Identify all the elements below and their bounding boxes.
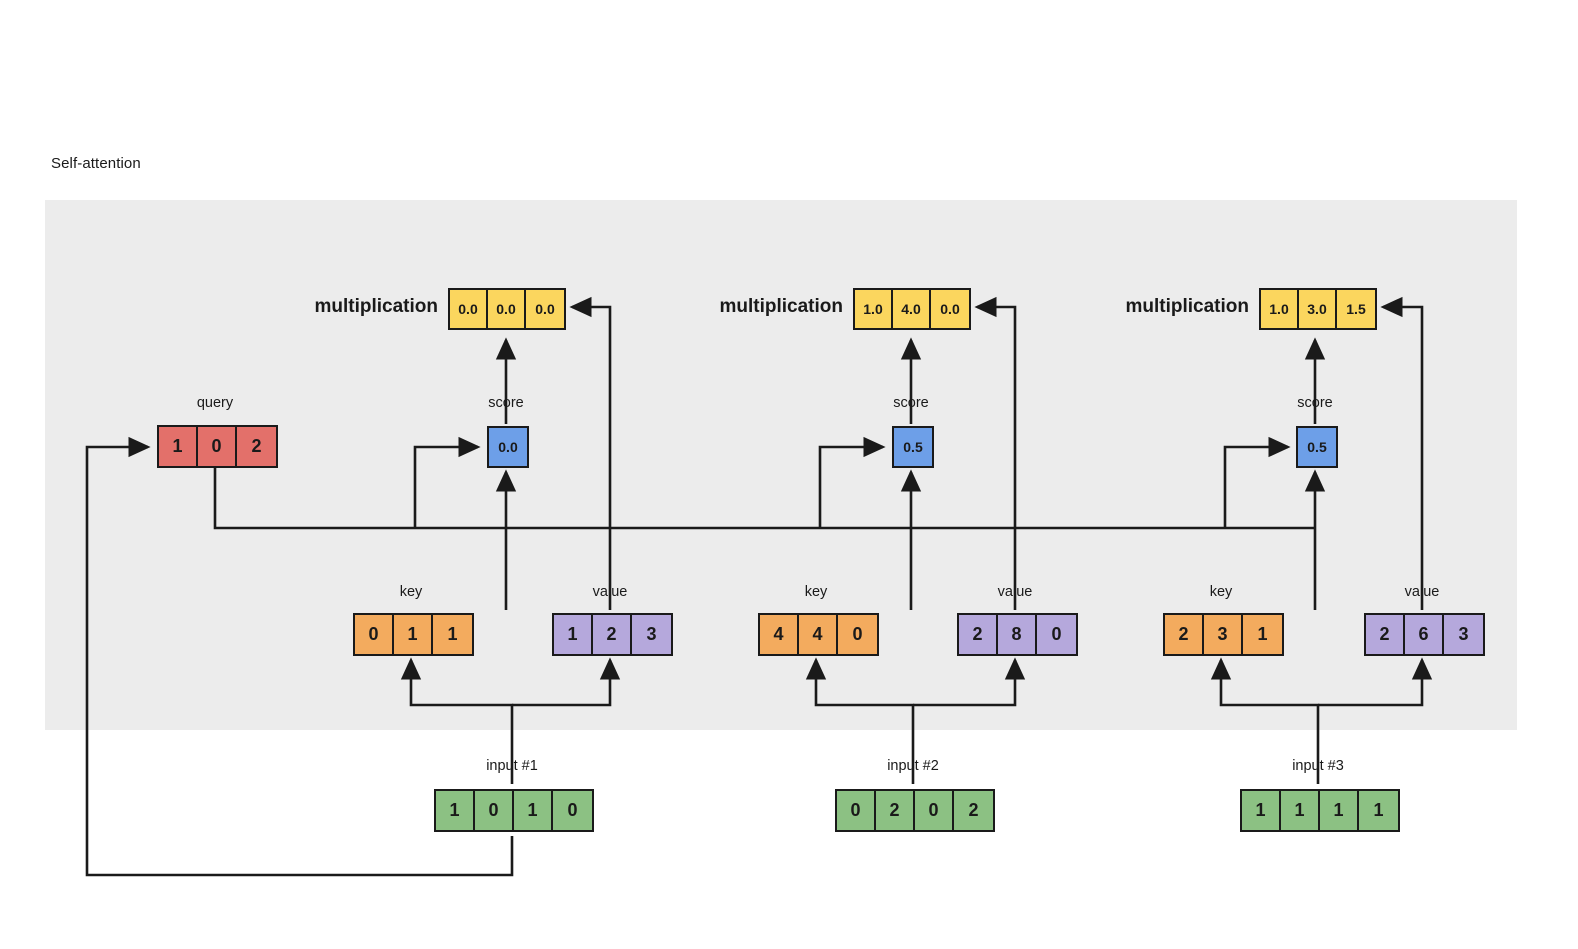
key-cell: 4 <box>799 615 838 654</box>
key-vector-2[interactable]: 4 4 0 <box>758 613 879 656</box>
query-cell: 2 <box>237 427 276 466</box>
input-cell: 1 <box>514 791 553 830</box>
score-cell: 0.5 <box>1298 428 1336 466</box>
score-label-2: score <box>893 395 929 411</box>
key-cell: 3 <box>1204 615 1243 654</box>
score-vector-1[interactable]: 0.0 <box>487 426 529 468</box>
input-vector-3[interactable]: 1 1 1 1 <box>1240 789 1400 832</box>
input-cell: 1 <box>436 791 475 830</box>
key-cell: 1 <box>394 615 433 654</box>
query-cell: 0 <box>198 427 237 466</box>
value-cell: 1 <box>554 615 593 654</box>
multiplication-label-2: multiplication <box>719 296 844 317</box>
key-cell: 0 <box>355 615 394 654</box>
key-cell: 4 <box>760 615 799 654</box>
multiplication-cell: 0.0 <box>931 290 969 328</box>
key-vector-1[interactable]: 0 1 1 <box>353 613 474 656</box>
input-vector-1[interactable]: 1 0 1 0 <box>434 789 594 832</box>
input-cell: 0 <box>553 791 592 830</box>
query-cell: 1 <box>159 427 198 466</box>
key-cell: 1 <box>1243 615 1282 654</box>
key-cell: 2 <box>1165 615 1204 654</box>
key-label-2: key <box>804 584 828 600</box>
score-vector-3[interactable]: 0.5 <box>1296 426 1338 468</box>
multiplication-cell: 3.0 <box>1299 290 1337 328</box>
value-cell: 8 <box>998 615 1037 654</box>
input-label-1: input #1 <box>486 758 538 774</box>
input-label-2: input #2 <box>887 758 939 774</box>
input-cell: 0 <box>475 791 514 830</box>
multiplication-cell: 0.0 <box>526 290 564 328</box>
input-cell: 1 <box>1242 791 1281 830</box>
value-vector-2[interactable]: 2 8 0 <box>957 613 1078 656</box>
key-vector-3[interactable]: 2 3 1 <box>1163 613 1284 656</box>
value-cell: 6 <box>1405 615 1444 654</box>
multiplication-vector-2[interactable]: 1.0 4.0 0.0 <box>853 288 971 330</box>
input-cell: 1 <box>1281 791 1320 830</box>
multiplication-vector-1[interactable]: 0.0 0.0 0.0 <box>448 288 566 330</box>
value-cell: 3 <box>632 615 671 654</box>
key-cell: 0 <box>838 615 877 654</box>
multiplication-vector-3[interactable]: 1.0 3.0 1.5 <box>1259 288 1377 330</box>
value-label-2: value <box>997 584 1033 600</box>
value-vector-3[interactable]: 2 6 3 <box>1364 613 1485 656</box>
multiplication-cell: 1.0 <box>1261 290 1299 328</box>
multiplication-cell: 0.0 <box>450 290 488 328</box>
query-vector[interactable]: 1 0 2 <box>157 425 278 468</box>
page-title: Self-attention <box>51 155 141 172</box>
input-label-3: input #3 <box>1292 758 1344 774</box>
score-label-3: score <box>1297 395 1333 411</box>
value-cell: 3 <box>1444 615 1483 654</box>
key-label-1: key <box>399 584 423 600</box>
multiplication-label-1: multiplication <box>314 296 439 317</box>
query-label: query <box>196 395 234 411</box>
input-cell: 0 <box>915 791 954 830</box>
multiplication-cell: 0.0 <box>488 290 526 328</box>
multiplication-cell: 1.5 <box>1337 290 1375 328</box>
input-cell: 2 <box>876 791 915 830</box>
value-cell: 2 <box>959 615 998 654</box>
score-cell: 0.5 <box>894 428 932 466</box>
multiplication-cell: 1.0 <box>855 290 893 328</box>
input-vector-2[interactable]: 0 2 0 2 <box>835 789 995 832</box>
value-cell: 0 <box>1037 615 1076 654</box>
value-cell: 2 <box>1366 615 1405 654</box>
key-label-3: key <box>1209 584 1233 600</box>
score-label-1: score <box>488 395 524 411</box>
value-label-1: value <box>592 584 628 600</box>
value-vector-1[interactable]: 1 2 3 <box>552 613 673 656</box>
input-cell: 1 <box>1359 791 1398 830</box>
value-cell: 2 <box>593 615 632 654</box>
score-cell: 0.0 <box>489 428 527 466</box>
multiplication-label-3: multiplication <box>1125 296 1250 317</box>
input-cell: 1 <box>1320 791 1359 830</box>
input-cell: 2 <box>954 791 993 830</box>
key-cell: 1 <box>433 615 472 654</box>
value-label-3: value <box>1404 584 1440 600</box>
multiplication-cell: 4.0 <box>893 290 931 328</box>
score-vector-2[interactable]: 0.5 <box>892 426 934 468</box>
input-cell: 0 <box>837 791 876 830</box>
